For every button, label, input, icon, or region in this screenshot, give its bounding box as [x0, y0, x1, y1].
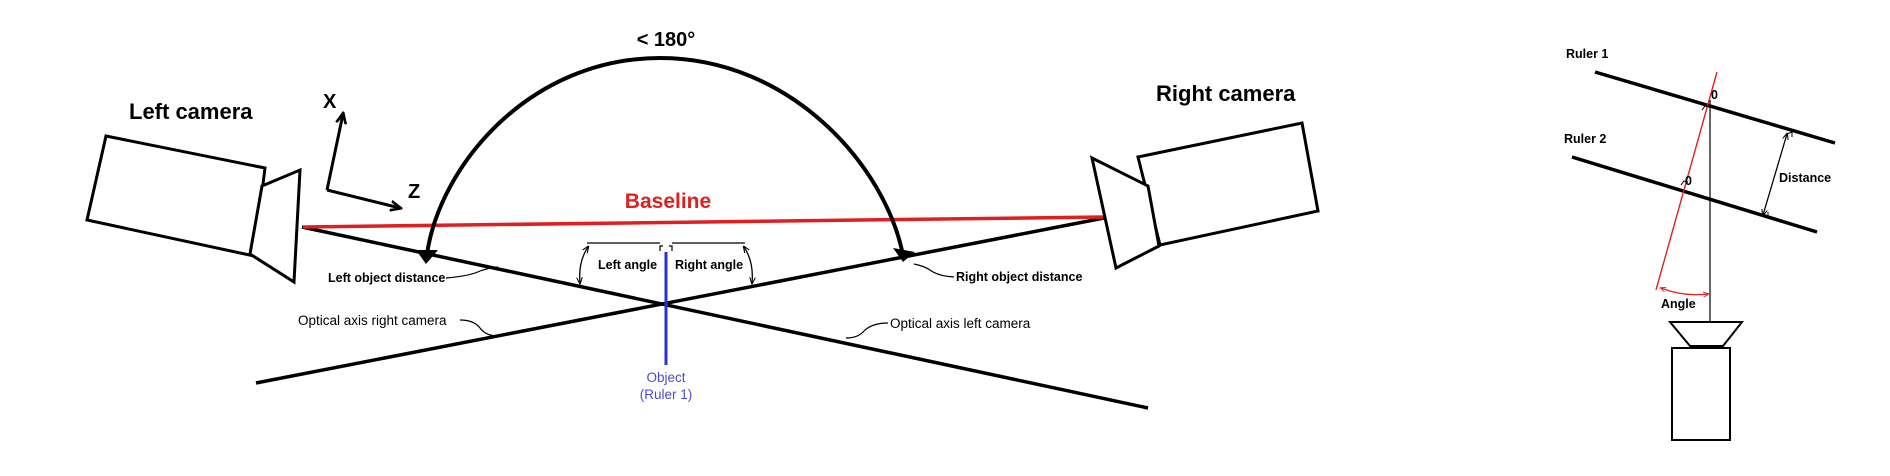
- optical-axis-right-leader: [459, 319, 499, 337]
- object-label-line2: (Ruler 1): [640, 387, 693, 402]
- left-angle-label: Left angle: [598, 258, 657, 272]
- angle-ray-line: [1655, 71, 1718, 291]
- angle-label: < 180°: [637, 29, 696, 51]
- left-object-distance-leader: [445, 266, 499, 279]
- ruler-1-label: Ruler 1: [1566, 47, 1608, 61]
- optical-axis-left-label: Optical axis left camera: [890, 316, 1031, 331]
- angle-arc-arrowhead-right: [893, 248, 915, 262]
- axis-z-label: Z: [408, 181, 420, 203]
- right-object-distance-leader: [913, 263, 955, 278]
- left-object-distance-label: Left object distance: [328, 271, 445, 285]
- optical-axis-right-label: Optical axis right camera: [298, 313, 447, 328]
- optical-axis-left-camera-line: [301, 225, 1149, 410]
- right-camera-label: Right camera: [1156, 81, 1296, 106]
- axis-x-label: X: [323, 91, 337, 113]
- distance-arrow: [1763, 134, 1787, 215]
- left-camera-icon: [85, 134, 302, 285]
- left-camera-label: Left camera: [129, 99, 253, 124]
- ruler-2-label: Ruler 2: [1564, 132, 1606, 146]
- angle-arc: [425, 55, 905, 256]
- baseline-label: Baseline: [625, 190, 711, 213]
- baseline-line: [302, 215, 1104, 229]
- optical-axis-left-leader: [845, 322, 889, 339]
- left-angle-indicator: [580, 242, 660, 283]
- optical-axis-right-camera-line: [255, 216, 1105, 385]
- distance-label: Distance: [1779, 171, 1831, 185]
- angle-label-right: Angle: [1661, 297, 1696, 311]
- angle-arc-arrowhead-left: [416, 250, 438, 264]
- right-object-distance-label: Right object distance: [956, 270, 1082, 284]
- coordinate-axes: [325, 114, 400, 208]
- zero-1-label: 0: [1711, 88, 1718, 102]
- right-camera-icon: [1089, 121, 1320, 271]
- angle-arc-red: [1661, 288, 1708, 295]
- zero-2-label: 0: [1685, 174, 1692, 188]
- object-label-line1: Object: [646, 370, 685, 385]
- stereo-setup: X Z < 180° Left camera Right camera Base…: [85, 29, 1320, 410]
- right-angle-indicator: [672, 242, 752, 283]
- ruler-2-line: [1571, 155, 1818, 234]
- ruler-camera-icon: [1667, 321, 1745, 441]
- ruler-setup: Ruler 1 Ruler 2 0 0 Distance Angle: [1564, 47, 1836, 441]
- right-angle-label: Right angle: [675, 258, 743, 272]
- ruler-1-line: [1594, 70, 1836, 145]
